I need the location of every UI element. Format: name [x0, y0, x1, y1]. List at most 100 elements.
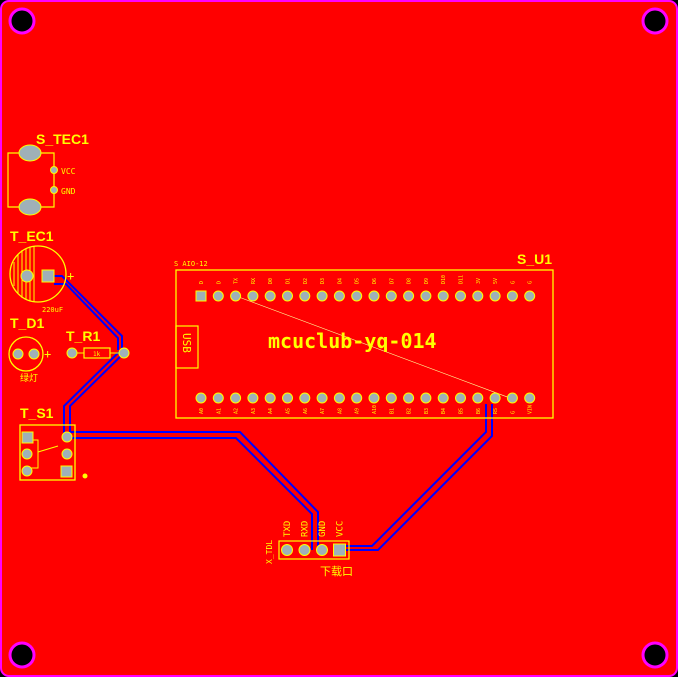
s-u1-bottom-pad-1 — [195, 392, 207, 404]
s-u1-bottom-label-5: A4 — [268, 408, 274, 414]
s-u1-top-label-1: D — [199, 281, 205, 284]
s-u1-top-pad-5 — [264, 290, 276, 302]
t-ec1-plus: + — [67, 269, 74, 283]
s-u1-top-pad-2 — [212, 290, 224, 302]
header-ref: X_TDL — [265, 540, 274, 564]
t-ec1-value: 220uF — [42, 306, 63, 314]
s-u1-top-label-7: D2 — [303, 278, 309, 284]
header-pad-vcc — [333, 543, 346, 557]
s-u1-bottom-label-1: A0 — [199, 408, 205, 414]
s-u1-top-pad-20 — [524, 290, 536, 302]
s-u1-bottom-label-2: A1 — [216, 408, 222, 414]
s-tec1-ref: S_TEC1 — [36, 131, 89, 147]
header-pad-rxd — [298, 544, 311, 556]
t-ec1-component: T_EC1 + 220uF — [9, 228, 74, 314]
trace-ec1-r1-b — [54, 283, 119, 350]
t-r1-value: 1k — [93, 351, 101, 358]
header-label-gnd: GND — [318, 521, 328, 537]
s-u1-bottom-label-19: G — [510, 411, 516, 414]
t-s1-pad-2 — [21, 448, 33, 460]
s-u1-top-label-3: TX — [234, 278, 240, 284]
s-u1-bottom-label-13: B2 — [407, 408, 413, 414]
s-u1-top-pad-10 — [351, 290, 363, 302]
t-s1-pad-6 — [60, 465, 73, 478]
s-u1-bottom-pad-12 — [385, 392, 397, 404]
header-pad-gnd — [316, 544, 328, 556]
s-u1-bottom-pad-15 — [437, 392, 449, 404]
s-u1-bottom-pad-10 — [351, 392, 363, 404]
s-u1-bottom-pad-5 — [264, 392, 276, 404]
t-ec1-pad-2 — [41, 269, 55, 283]
s-u1-top-label-12: D7 — [389, 278, 395, 284]
t-r1-component: T_R1 1k — [66, 328, 130, 359]
mounting-holes — [8, 7, 669, 669]
s-u1-top-label-8: D3 — [320, 278, 326, 284]
s-u1-top-pad-4 — [247, 290, 259, 302]
s-u1-top-pad-9 — [333, 290, 345, 302]
s-u1-top-label-20: G — [528, 281, 534, 284]
header-label-txd: TXD — [283, 521, 293, 537]
t-d1-ref: T_D1 — [10, 315, 44, 331]
s-u1-top-label-4: RX — [251, 278, 257, 284]
header-label-rxd: RXD — [301, 521, 311, 537]
t-s1-pad-5 — [61, 448, 73, 460]
t-s1-outline — [19, 424, 76, 481]
s-u1-top-label-18: 5V — [493, 278, 499, 284]
s-tec1-outline — [7, 152, 20, 208]
mounting-hole-br — [641, 641, 669, 669]
s-u1-top-pad-17 — [472, 290, 484, 302]
s-u1-bottom-pad-18 — [489, 392, 501, 404]
s-u1-top-pad-14 — [420, 290, 432, 302]
header-pad-txd — [281, 544, 293, 556]
s-u1-bottom-label-6: A5 — [286, 408, 292, 414]
s-tec1-pin-vcc — [50, 166, 58, 174]
s-u1-top-pad-16 — [455, 290, 466, 302]
t-d1-pad-2 — [28, 348, 40, 360]
s-u1-bottom-pad-8 — [316, 392, 328, 404]
ratsnest-line — [235, 295, 511, 399]
s-u1-top-pad-15 — [437, 290, 449, 302]
s-u1-bottom-label-3: A2 — [234, 408, 240, 414]
t-d1-plus: + — [44, 347, 51, 361]
trace-r1-s1-b — [63, 349, 122, 436]
trace-mcu-header-a — [340, 404, 493, 551]
header-outline — [278, 540, 350, 560]
t-r1-ref: T_R1 — [66, 328, 100, 344]
s-u1-bottom-pad-9 — [333, 392, 345, 404]
s-tec1-pad-bottom — [18, 198, 42, 216]
t-s1-symbol — [30, 439, 39, 469]
s-u1-bottom-pad-2 — [212, 392, 224, 404]
t-s1-pad-4 — [61, 431, 73, 443]
s-tec1-component: S_TEC1 VCC GND — [7, 131, 89, 216]
s-u1-bottom-pad-7 — [299, 392, 311, 404]
s-u1-top-pad-6 — [282, 290, 293, 302]
s-u1-bottom-pad-13 — [403, 392, 415, 404]
s-u1-top-pad-8 — [316, 290, 328, 302]
s-u1-top-label-9: D4 — [337, 278, 343, 284]
s-u1-title: mcuclub-yq-014 — [268, 329, 437, 353]
s-u1-top-pad-3 — [230, 290, 242, 302]
t-ec1-ref: T_EC1 — [10, 228, 54, 244]
s-u1-ref: S_U1 — [517, 251, 552, 267]
s-u1-bottom-label-9: A8 — [337, 408, 343, 414]
t-s1-dot — [82, 473, 88, 479]
s-u1-bottom-label-16: B5 — [459, 408, 465, 414]
s-u1-top-pad-7 — [299, 290, 311, 302]
s-u1-bottom-label-4: A3 — [251, 408, 257, 414]
s-u1-top-label-16: D11 — [459, 275, 465, 284]
s-u1-bottom-label-11: A10 — [372, 405, 378, 414]
t-d1-component: T_D1 + 绿灯 — [8, 315, 51, 384]
t-r1-pad-1 — [66, 347, 78, 359]
s-u1-top-label-19: G — [510, 281, 516, 284]
s-u1-bottom-pad-19 — [506, 392, 518, 404]
s-u1-top-pad-13 — [403, 290, 415, 302]
s-u1-bottom-label-18: RS — [493, 408, 499, 414]
trace-r1-s1-a — [69, 351, 126, 436]
s-u1-bottom-pad-16 — [455, 392, 466, 404]
s-u1-top-label-11: D6 — [372, 278, 378, 284]
t-r1-pad-2 — [118, 347, 130, 359]
t-d1-outline — [8, 336, 44, 372]
s-u1-top-label-2: D — [216, 281, 222, 284]
